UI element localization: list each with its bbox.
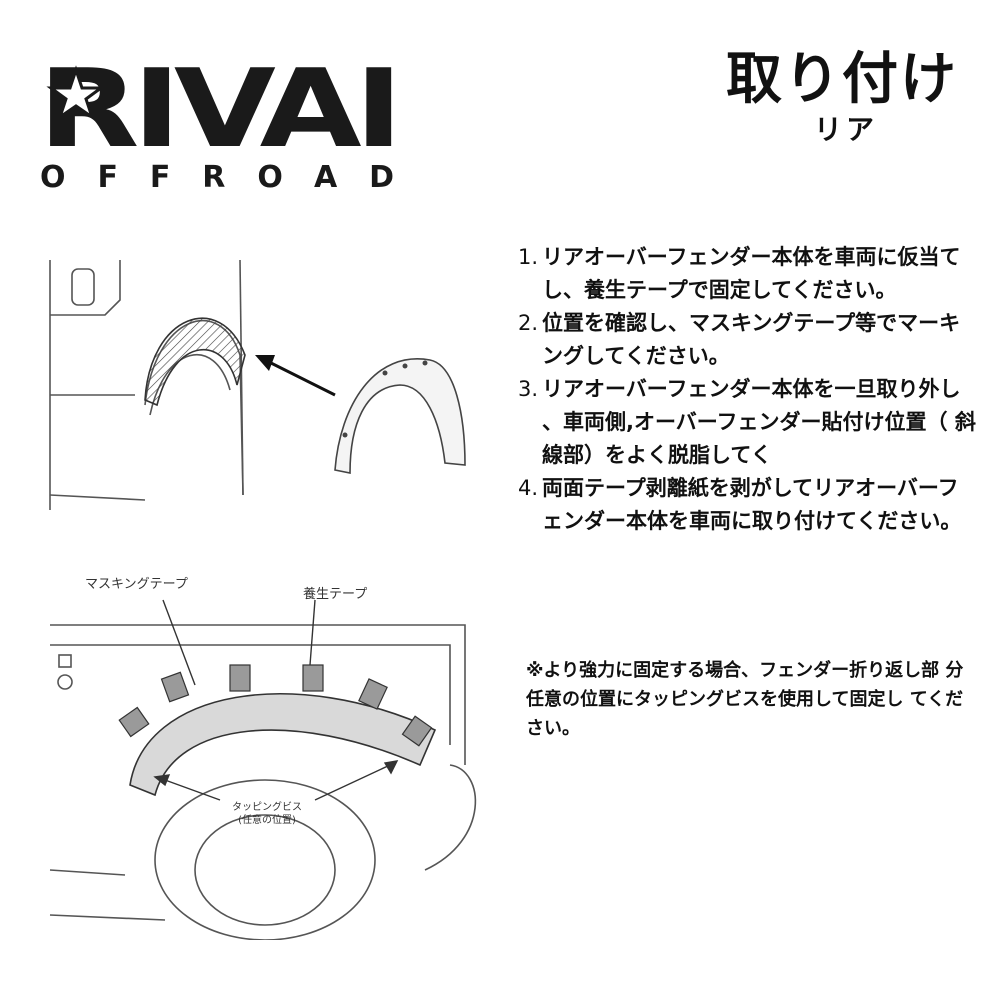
step-text: リアオーバーフェンダー本体を車両に仮当て し、養生テープで固定してください。: [542, 245, 961, 302]
step-number: 4.: [518, 476, 539, 500]
arrow-icon: [255, 355, 336, 397]
fender-fitting-illustration: [49, 259, 466, 510]
fender-part: [334, 358, 466, 474]
svg-text:OFFROAD: OFFROAD: [40, 160, 394, 193]
step-text: 両面テープ剥離紙を剥がしてリアオーバーフ ェンダー本体を車両に取り付けてください…: [542, 476, 962, 533]
step-item: 4. 両面テープ剥離紙を剥がしてリアオーバーフ ェンダー本体を車両に取り付けてく…: [518, 472, 978, 538]
step-item: 3. リアオーバーフェンダー本体を一旦取り外し 、車両側,オーバーフェンダー貼付…: [518, 373, 978, 472]
step-number: 1.: [518, 245, 539, 269]
masking-tape-label: マスキングテープ: [85, 577, 188, 592]
curing-tape-label: 養生テープ: [303, 586, 367, 602]
step-item: 1. リアオーバーフェンダー本体を車両に仮当て し、養生テープで固定してください…: [518, 241, 978, 307]
page-title: 取り付け: [726, 47, 958, 112]
step-number: 2.: [518, 311, 539, 335]
page-subtitle: リア: [813, 113, 878, 146]
screw-callout-arrows: [153, 760, 399, 801]
step-item: 2. 位置を確認し、マスキングテープ等でマーキ ングしてください。: [518, 307, 978, 373]
step-text: 位置を確認し、マスキングテープ等でマーキ ングしてください。: [542, 311, 961, 368]
svg-text:RIVAI: RIVAI: [38, 48, 396, 172]
star-icon: [46, 65, 106, 121]
tapping-screw-label: タッピングビス: [232, 800, 302, 813]
tape-position-illustration: マスキングテープ 養生テープ タッピングビス (任意の位置): [49, 577, 477, 940]
step-text: リアオーバーフェンダー本体を一旦取り外し 、車両側,オーバーフェンダー貼付け位置…: [542, 377, 976, 467]
tapping-screw-note: (任意の位置): [238, 813, 296, 826]
step-number: 3.: [518, 377, 539, 401]
instruction-steps: 1. リアオーバーフェンダー本体を車両に仮当て し、養生テープで固定してください…: [518, 241, 978, 538]
rival-offroad-logo: RIVAI OFFROAD: [38, 48, 398, 193]
screw-note: ※より強力に固定する場合、フェンダー折り返し部 分任意の位置にタッピングビスを使…: [526, 660, 964, 739]
